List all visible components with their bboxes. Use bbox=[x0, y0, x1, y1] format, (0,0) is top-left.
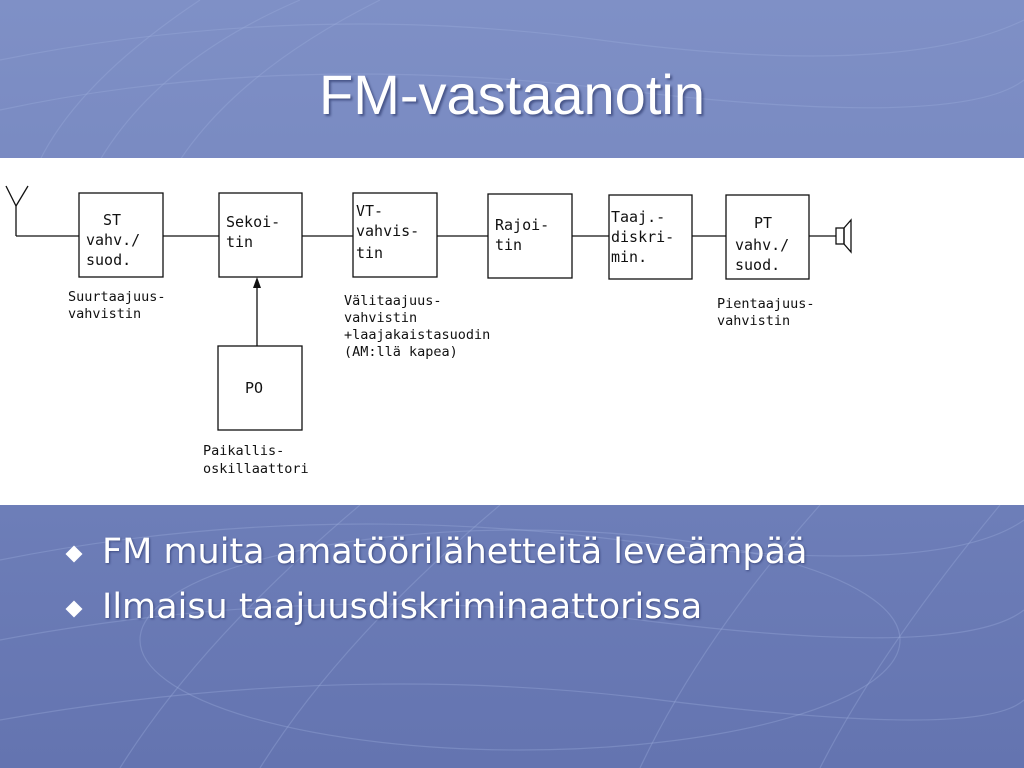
arrow-icon bbox=[253, 277, 261, 288]
st-label-line-2: vahv./ bbox=[86, 231, 140, 249]
lo-note-line-1: Paikallis- bbox=[203, 443, 284, 459]
mixer-label-line-1: Sekoi- bbox=[226, 213, 280, 231]
lo-label: PO bbox=[245, 379, 263, 397]
vt-note-line-1: Välitaajuus- bbox=[344, 293, 442, 309]
block-pt-amp bbox=[725, 194, 810, 280]
slide-title: FM-vastaanotin bbox=[319, 63, 705, 126]
block-diagram-panel: ST vahv./ suod. Sekoi- tin VT- vahvis- t… bbox=[0, 158, 1024, 505]
bullet-item: Ilmaisu taajuusdiskriminaattorissa bbox=[62, 585, 982, 630]
bullet-text: FM muita amatöörilähetteitä leveämpää bbox=[102, 532, 808, 572]
vt-label-line-3: tin bbox=[356, 244, 383, 262]
st-note-line-1: Suurtaajuus- bbox=[68, 289, 166, 305]
discriminator-label-line-1: Taaj.- bbox=[611, 208, 665, 226]
bullet-text: Ilmaisu taajuusdiskriminaattorissa bbox=[102, 587, 703, 627]
vt-note-line-3: +laajakaistasuodin bbox=[344, 327, 490, 343]
speaker-icon bbox=[835, 218, 852, 254]
pt-note-line-1: Pientaajuus- bbox=[717, 296, 815, 312]
bullet-list: FM muita amatöörilähetteitä leveämpää Il… bbox=[62, 530, 982, 640]
pt-note-line-2: vahvistin bbox=[717, 313, 790, 329]
diamond-bullet-icon bbox=[65, 600, 83, 618]
discriminator-label-line-3: min. bbox=[611, 248, 647, 266]
block-discriminator bbox=[608, 194, 693, 280]
vt-label-line-1: VT- bbox=[356, 202, 383, 220]
pt-label-line-1: PT bbox=[754, 214, 772, 232]
block-vt-amp bbox=[352, 192, 438, 278]
block-st-amp bbox=[78, 192, 164, 278]
lo-note-line-2: oskillaattori bbox=[203, 461, 309, 477]
pt-label-line-2: vahv./ bbox=[735, 236, 789, 254]
vt-note-line-2: vahvistin bbox=[344, 310, 417, 326]
st-label-line-3: suod. bbox=[86, 251, 131, 269]
st-label-line-1: ST bbox=[103, 211, 121, 229]
fm-receiver-block-diagram: ST vahv./ suod. Sekoi- tin VT- vahvis- t… bbox=[5, 185, 852, 477]
st-note-line-2: vahvistin bbox=[68, 306, 141, 322]
limiter-label-line-1: Rajoi- bbox=[495, 216, 549, 234]
antenna-icon bbox=[5, 185, 29, 236]
bullet-item: FM muita amatöörilähetteitä leveämpää bbox=[62, 530, 982, 575]
diamond-bullet-icon bbox=[65, 545, 83, 563]
vt-note-line-4: (AM:llä kapea) bbox=[344, 344, 458, 360]
vt-label-line-2: vahvis- bbox=[356, 222, 419, 240]
discriminator-label-line-2: diskri- bbox=[611, 228, 674, 246]
limiter-label-line-2: tin bbox=[495, 236, 522, 254]
block-limiter bbox=[487, 193, 573, 279]
block-local-oscillator bbox=[217, 345, 303, 431]
pt-label-line-3: suod. bbox=[735, 256, 780, 274]
mixer-label-line-2: tin bbox=[226, 233, 253, 251]
block-mixer bbox=[218, 192, 303, 278]
